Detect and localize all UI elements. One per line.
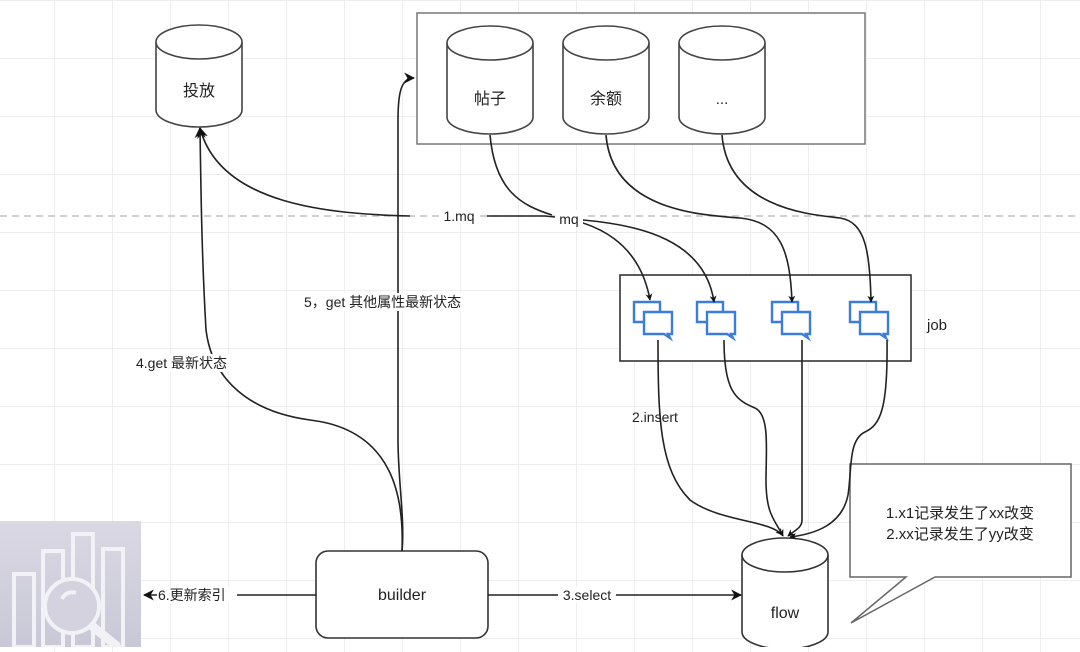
builder-label: builder xyxy=(378,587,427,604)
callout-line-1: 1.x1记录发生了xx改变 xyxy=(886,505,1034,522)
more-db-node[interactable]: ... xyxy=(678,25,766,135)
builder-node[interactable]: builder xyxy=(315,550,489,639)
edge-queue3-to-flow[interactable] xyxy=(787,340,803,537)
toufang-label: 投放 xyxy=(183,82,215,100)
edge-label-select: 3.select xyxy=(563,587,611,603)
edge-builder-to-datasources[interactable] xyxy=(397,72,416,552)
callout-line-2: 2.xx记录发生了yy改变 xyxy=(886,526,1034,543)
edge-queue1-to-flow[interactable] xyxy=(657,339,783,536)
yue-label: 余额 xyxy=(590,89,622,108)
edge-label-insert: 2.insert xyxy=(632,409,678,425)
edge-yue-to-queue-3[interactable] xyxy=(605,134,796,303)
edge-queue4-to-flow[interactable] xyxy=(789,339,888,540)
toufang-db-node[interactable]: 投放 xyxy=(155,24,243,128)
edge-label-mq1: 1.mq xyxy=(443,208,474,224)
change-log-callout: 1.x1记录发生了xx改变 2.xx记录发生了yy改变 xyxy=(849,463,1072,624)
more-label: ... xyxy=(716,91,729,108)
tiezi-db-node[interactable]: 帖子 xyxy=(446,25,534,135)
edge-tiezi-to-mq[interactable] xyxy=(489,134,553,216)
job-label: job xyxy=(926,317,947,334)
edge-label-mq: mq xyxy=(559,211,578,227)
edge-builder-to-toufang[interactable] xyxy=(194,126,404,552)
edge-label-update-index: 6.更新索引 xyxy=(158,587,226,603)
edge-mq1-to-toufang[interactable] xyxy=(197,126,411,217)
edge-queue2-to-flow[interactable] xyxy=(723,339,784,537)
edge-more-to-queue-4[interactable] xyxy=(721,134,875,303)
flow-db-node[interactable]: flow xyxy=(741,537,829,647)
edge-label-get-other: 5，get 其他属性最新状态 xyxy=(304,294,461,310)
tiezi-label: 帖子 xyxy=(474,90,506,108)
edge-label-get-latest: 4.get 最新状态 xyxy=(136,355,227,371)
watermark-logo-panel xyxy=(0,521,141,651)
edge-mq-to-queue-2[interactable] xyxy=(582,219,717,303)
flow-label: flow xyxy=(771,605,800,622)
yue-db-node[interactable]: 余额 xyxy=(562,25,650,135)
